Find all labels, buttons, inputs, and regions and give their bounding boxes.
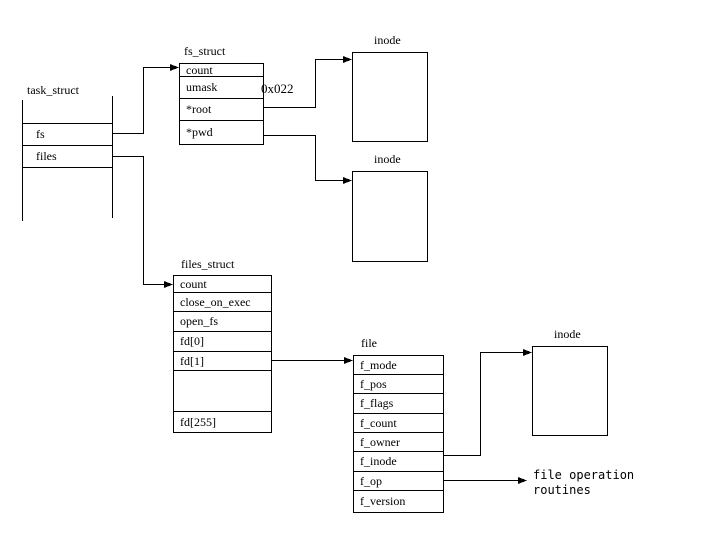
fs-struct-row-pwd: *pwd xyxy=(180,121,263,144)
file-row-f-mode-label: f_mode xyxy=(360,357,397,372)
fs-struct-row-pwd-label: *pwd xyxy=(186,125,213,139)
files-struct-row-open-fs-label: open_fs xyxy=(180,314,218,328)
files-struct-row-close-on-exec-label: close_on_exec xyxy=(180,294,251,309)
fs-struct-row-count-label: count xyxy=(186,62,213,77)
inode-bottom-box xyxy=(532,346,608,436)
fs-struct-box: count umask *root *pwd xyxy=(179,63,264,145)
task-struct-title: task_struct xyxy=(27,83,79,97)
files-struct-row-fd255-label: fd[255] xyxy=(180,414,216,429)
file-row-f-op-label: f_op xyxy=(360,473,382,488)
task-struct-row-fs: fs xyxy=(36,127,45,141)
file-operation-routines-text: file operation routines xyxy=(533,468,634,498)
files-struct-box: count close_on_exec open_fs fd[0] fd[1] … xyxy=(173,275,272,433)
fs-struct-row-root-label: *root xyxy=(186,102,212,116)
arrow-fd1-to-file xyxy=(272,357,353,364)
file-row-f-version: f_version xyxy=(354,491,443,512)
files-struct-row-fd0: fd[0] xyxy=(174,332,271,352)
fs-struct-row-root: *root xyxy=(180,99,263,121)
files-struct-row-fd1-label: fd[1] xyxy=(180,353,204,368)
files-struct-row-fd0-label: fd[0] xyxy=(180,334,204,348)
files-struct-row-fd1: fd[1] xyxy=(174,352,271,371)
file-row-f-flags-label: f_flags xyxy=(360,396,394,410)
file-row-f-count: f_count xyxy=(354,414,443,433)
arrow-root-to-inode-top xyxy=(263,56,352,108)
arrow-pwd-to-inode-middle xyxy=(263,135,352,184)
arrow-files-to-files-struct xyxy=(112,156,173,288)
file-row-f-version-label: f_version xyxy=(360,494,406,508)
arrow-fop-to-routines xyxy=(444,477,527,484)
fs-struct-title: fs_struct xyxy=(184,44,226,58)
file-row-f-flags: f_flags xyxy=(354,394,443,414)
inode-middle-box xyxy=(352,171,428,262)
file-row-f-mode: f_mode xyxy=(354,356,443,375)
files-struct-row-count-label: count xyxy=(180,276,207,291)
inode-middle-title: inode xyxy=(374,152,401,166)
fs-struct-row-count: count xyxy=(180,62,263,77)
files-struct-row-gap xyxy=(174,371,271,412)
fs-struct-row-umask-label: umask xyxy=(186,80,218,94)
files-struct-row-fd255: fd[255] xyxy=(174,412,271,432)
file-row-f-op: f_op xyxy=(354,472,443,491)
file-row-f-owner: f_owner xyxy=(354,433,443,452)
file-row-f-inode-label: f_inode xyxy=(360,454,397,468)
task-struct-row-files: files xyxy=(36,149,57,163)
file-struct-title: file xyxy=(361,336,377,350)
files-struct-row-open-fs: open_fs xyxy=(174,312,271,332)
file-row-f-owner-label: f_owner xyxy=(360,434,400,449)
fs-struct-row-umask: umask xyxy=(180,77,263,99)
files-struct-row-close-on-exec: close_on_exec xyxy=(174,293,271,312)
files-struct-title: files_struct xyxy=(181,257,235,271)
inode-top-title: inode xyxy=(374,33,401,47)
file-row-f-pos-label: f_pos xyxy=(360,376,387,391)
file-struct-box: f_mode f_pos f_flags f_count f_owner f_i… xyxy=(353,355,444,513)
files-struct-row-count: count xyxy=(174,276,271,293)
umask-value: 0x022 xyxy=(261,81,294,96)
arrow-finode-to-inode-bottom xyxy=(444,349,532,456)
file-row-f-pos: f_pos xyxy=(354,375,443,394)
file-operation-line1: file operation xyxy=(533,468,635,482)
file-operation-line2: routines xyxy=(533,483,591,497)
arrow-fs-to-fs-struct xyxy=(112,64,179,134)
inode-bottom-title: inode xyxy=(554,327,581,341)
file-row-f-count-label: f_count xyxy=(360,415,397,430)
task-struct-outline xyxy=(22,96,113,221)
inode-top-box xyxy=(352,52,428,142)
file-row-f-inode: f_inode xyxy=(354,452,443,472)
